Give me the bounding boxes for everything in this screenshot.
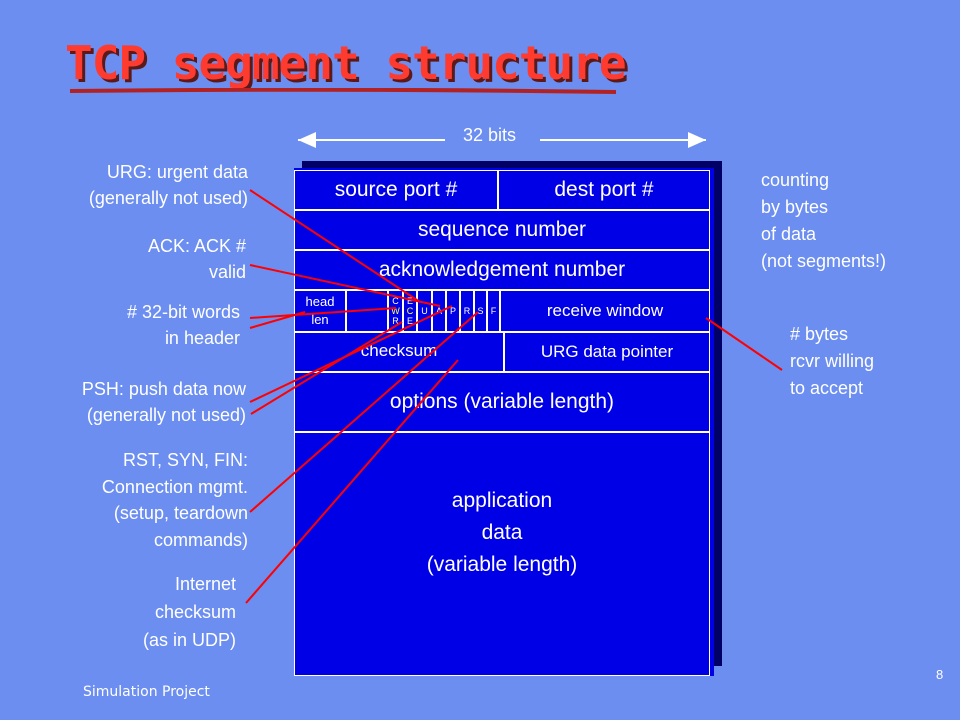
fin-flag: F	[487, 290, 500, 332]
psh-annotation-line-2: (generally not used)	[86, 405, 246, 425]
psh-annotation-line-1: PSH: push data now	[81, 379, 246, 399]
options-field: options (variable length)	[294, 372, 710, 432]
psh-annotation: PSH: push data now (generally not used)	[20, 376, 246, 428]
title-underline	[69, 88, 617, 94]
urg-annotation: URG: urgent data (generally not used)	[20, 159, 248, 211]
counting-annotation-line-3: of data	[761, 224, 817, 244]
bits-width-label: 32 bits	[463, 125, 517, 145]
cwr-r: R	[392, 316, 399, 326]
ece-e: E	[406, 296, 413, 306]
checksum-field: checksum	[294, 332, 504, 372]
fin-flag-label: F	[490, 306, 497, 316]
cwr-flag: C W R	[388, 290, 403, 332]
slide-title: TCP segment structure	[65, 36, 627, 90]
rst-flag-label: R	[463, 306, 471, 316]
head-len-label-2: len	[311, 312, 329, 327]
syn-flag-label: S	[477, 306, 484, 316]
rcvr-annotation-line-1: # bytes	[790, 324, 849, 344]
source-port-field: source port #	[294, 170, 498, 210]
counting-annotation: counting by bytes of data (not segments!…	[761, 167, 951, 275]
urg-flag: U	[417, 290, 432, 332]
checksum-label: checksum	[360, 341, 438, 360]
rcvr-annotation-line-2: rcvr willing	[790, 351, 875, 371]
ece-e2: E	[406, 316, 413, 326]
ack-flag: A	[432, 290, 446, 332]
app-data-line-1: application	[451, 489, 553, 512]
cwr-w: W	[391, 306, 400, 316]
urg-annotation-line-1: URG: urgent data	[106, 162, 248, 182]
counting-annotation-line-2: by bytes	[761, 197, 829, 217]
rst-flag: R	[460, 290, 474, 332]
rcvr-annotation: # bytes rcvr willing to accept	[790, 321, 950, 402]
dest-port-field: dest port #	[498, 170, 710, 210]
hlen-annotation: # 32-bit words in header	[20, 299, 240, 351]
dest-port-label: dest port #	[554, 178, 654, 201]
checksum-annotation-line-2: checksum	[154, 602, 236, 622]
hlen-annotation-line-2: in header	[164, 328, 240, 348]
rst-annotation-line-1: RST, SYN, FIN:	[122, 450, 248, 470]
header-length-field: head len	[294, 290, 346, 332]
cwr-c: C	[392, 296, 399, 306]
urg-flag-label: U	[421, 306, 428, 316]
footer-text: Simulation Project	[83, 684, 210, 700]
ack-number-field: acknowledgement number	[294, 250, 710, 290]
ack-number-label: acknowledgement number	[378, 258, 626, 281]
rst-annotation: RST, SYN, FIN: Connection mgmt. (setup, …	[20, 447, 248, 553]
checksum-annotation-line-1: Internet	[174, 574, 236, 594]
counting-annotation-line-1: counting	[761, 170, 830, 190]
head-len-label-1: head	[305, 294, 335, 309]
checksum-annotation: Internet checksum (as in UDP)	[20, 570, 236, 654]
reserved-bits-field	[346, 290, 388, 332]
hlen-annotation-line-1: # 32-bit words	[126, 302, 240, 322]
ack-annotation: ACK: ACK # valid	[20, 233, 246, 285]
ack-annotation-line-1: ACK: ACK #	[147, 236, 246, 256]
ece-c: C	[406, 306, 414, 316]
application-data-field: application data (variable length)	[294, 432, 710, 676]
sequence-number-field: sequence number	[294, 210, 710, 250]
options-label: options (variable length)	[389, 390, 615, 413]
syn-flag: S	[474, 290, 487, 332]
counting-annotation-line-4: (not segments!)	[761, 251, 887, 271]
sequence-number-label: sequence number	[417, 218, 587, 241]
receive-window-field: receive window	[500, 290, 710, 332]
ack-flag-label: A	[435, 306, 442, 316]
urg-pointer-label: URG data pointer	[540, 342, 674, 361]
checksum-annotation-line-3: (as in UDP)	[142, 630, 236, 650]
rcvr-annotation-line-3: to accept	[790, 378, 864, 398]
rst-annotation-line-2: Connection mgmt.	[101, 476, 248, 497]
psh-flag: P	[446, 290, 460, 332]
page-number: 8	[936, 667, 944, 682]
source-port-label: source port #	[334, 178, 458, 201]
rst-annotation-line-4: commands)	[153, 529, 248, 550]
urg-pointer-field: URG data pointer	[504, 332, 710, 372]
urg-annotation-line-2: (generally not used)	[88, 188, 248, 208]
rst-annotation-line-3: (setup, teardown	[113, 503, 248, 523]
app-data-line-2: data	[481, 521, 523, 544]
receive-window-label: receive window	[546, 301, 664, 320]
ack-annotation-line-2: valid	[208, 262, 246, 282]
app-data-line-3: (variable length)	[426, 553, 578, 576]
psh-flag-label: P	[449, 306, 456, 316]
ece-flag: E C E	[403, 290, 417, 332]
